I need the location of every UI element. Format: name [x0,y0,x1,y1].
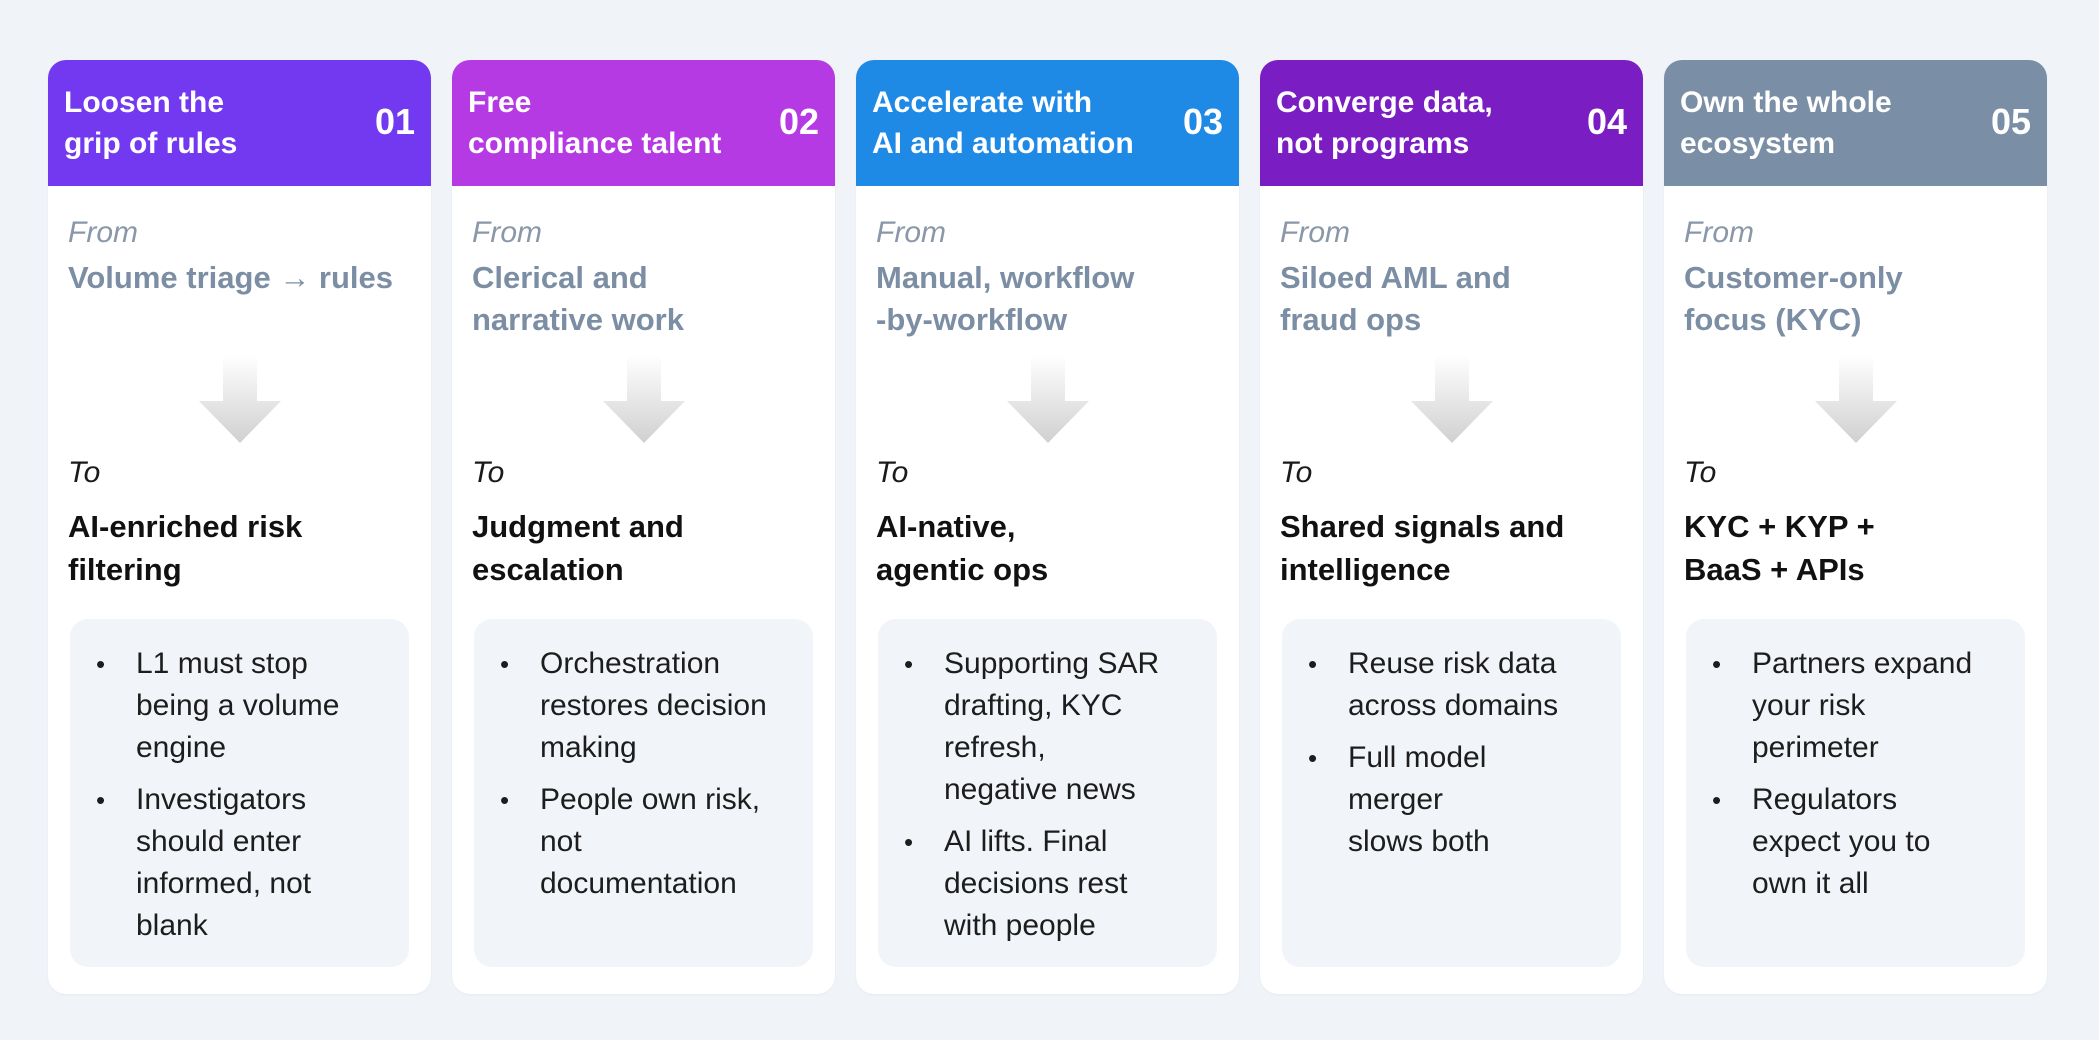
bullet-text: Regulators expect you to own it all [1752,783,1931,900]
from-text: Volume triage → rules [68,260,394,295]
from-label: From [1280,216,1350,249]
card-title: Own the whole ecosystem [1680,86,1892,160]
down-arrow-icon [1007,355,1089,443]
card-number: 04 [1586,101,1627,142]
bullet-text: Reuse risk data across domains [1348,647,1559,722]
to-label: To [1280,456,1313,489]
bullet-text: Supporting SAR drafting, KYC refresh, ne… [944,647,1160,806]
bullet-text: People own risk, not documentation [540,783,761,900]
card-header: Own the whole ecosystem 05 [1664,60,2047,186]
down-arrow-icon [1815,355,1897,443]
from-label: From [876,216,946,249]
card-header: Accelerate with AI and automation 03 [856,60,1239,186]
bullet-marker: • [96,785,106,815]
bullet-marker: • [1308,743,1318,773]
bullet-item: • L1 must stop being a volume engine [96,643,393,769]
to-label: To [1684,456,1717,489]
bullet-item: • Reuse risk data across domains [1308,643,1605,727]
bullet-text: Partners expand your risk perimeter [1752,647,1973,764]
bullet-text: AI lifts. Final decisions rest with peop… [944,825,1128,942]
bullet-marker: • [1712,785,1722,815]
bullet-box: • Supporting SAR drafting, KYC refresh, … [878,619,1217,967]
from-label: From [1684,216,1754,249]
card-number: 01 [374,101,415,142]
column-card-02: Free compliance talent 02 From Clerical … [452,60,835,994]
bullet-box: • L1 must stop being a volume engine • I… [70,619,409,967]
from-label: From [472,216,542,249]
bullet-text: Investigators should enter informed, not… [136,783,312,942]
column-card-05: Own the whole ecosystem 05 From Customer… [1664,60,2047,994]
bullet-box: • Reuse risk data across domains • Full … [1282,619,1621,967]
bullet-item: • AI lifts. Final decisions rest with pe… [904,821,1201,947]
to-text: KYC + KYP + BaaS + APIs [1684,509,1875,587]
card-number: 02 [778,101,819,142]
column-card-03: Accelerate with AI and automation 03 Fro… [856,60,1239,994]
card-title: Loosen the grip of rules [64,86,238,160]
column-card-01: Loosen the grip of rules 01 From Volume … [48,60,431,994]
down-arrow-icon [199,355,281,443]
from-text: Customer-only focus (KYC) [1684,260,1903,337]
column-card-04: Converge data, not programs 04 From Silo… [1260,60,1643,994]
to-text: Judgment and escalation [472,509,684,587]
bullet-box: • Partners expand your risk perimeter • … [1686,619,2025,967]
bullet-item: • Supporting SAR drafting, KYC refresh, … [904,643,1201,811]
card-number: 03 [1182,101,1223,142]
to-text: AI-native, agentic ops [876,509,1049,587]
bullet-marker: • [500,785,510,815]
from-label: From [68,216,138,249]
bullet-marker: • [1308,649,1318,679]
bullet-marker: • [1712,649,1722,679]
to-label: To [876,456,909,489]
bullet-marker: • [904,649,914,679]
bullet-marker: • [904,827,914,857]
from-text: Manual, workflow -by-workflow [876,260,1135,337]
to-text: AI-enriched risk filtering [68,509,303,587]
bullet-item: • Regulators expect you to own it all [1712,779,2009,905]
transformation-columns: Loosen the grip of rules 01 From Volume … [48,60,2054,994]
bullet-text: L1 must stop being a volume engine [136,647,340,764]
card-title: Converge data, not programs [1276,86,1493,160]
bullet-item: • People own risk, not documentation [500,779,797,905]
card-header: Free compliance talent 02 [452,60,835,186]
from-text: Siloed AML and fraud ops [1280,260,1511,337]
bullet-item: • Orchestration restores decision making [500,643,797,769]
to-label: To [68,456,101,489]
bullet-box: • Orchestration restores decision making… [474,619,813,967]
card-number: 05 [1990,101,2031,142]
bullet-text: Orchestration restores decision making [540,647,767,764]
bullet-marker: • [500,649,510,679]
to-label: To [472,456,505,489]
card-header: Loosen the grip of rules 01 [48,60,431,186]
bullet-item: • Full model merger slows both [1308,737,1605,863]
card-title: Accelerate with AI and automation [872,86,1134,160]
down-arrow-icon [1411,355,1493,443]
from-text: Clerical and narrative work [472,260,684,337]
to-text: Shared signals and intelligence [1280,509,1565,587]
card-title: Free compliance talent [468,86,722,160]
card-header: Converge data, not programs 04 [1260,60,1643,186]
bullet-text: Full model merger slows both [1348,741,1490,858]
bullet-item: • Partners expand your risk perimeter [1712,643,2009,769]
bullet-marker: • [96,649,106,679]
down-arrow-icon [603,355,685,443]
bullet-item: • Investigators should enter informed, n… [96,779,393,947]
